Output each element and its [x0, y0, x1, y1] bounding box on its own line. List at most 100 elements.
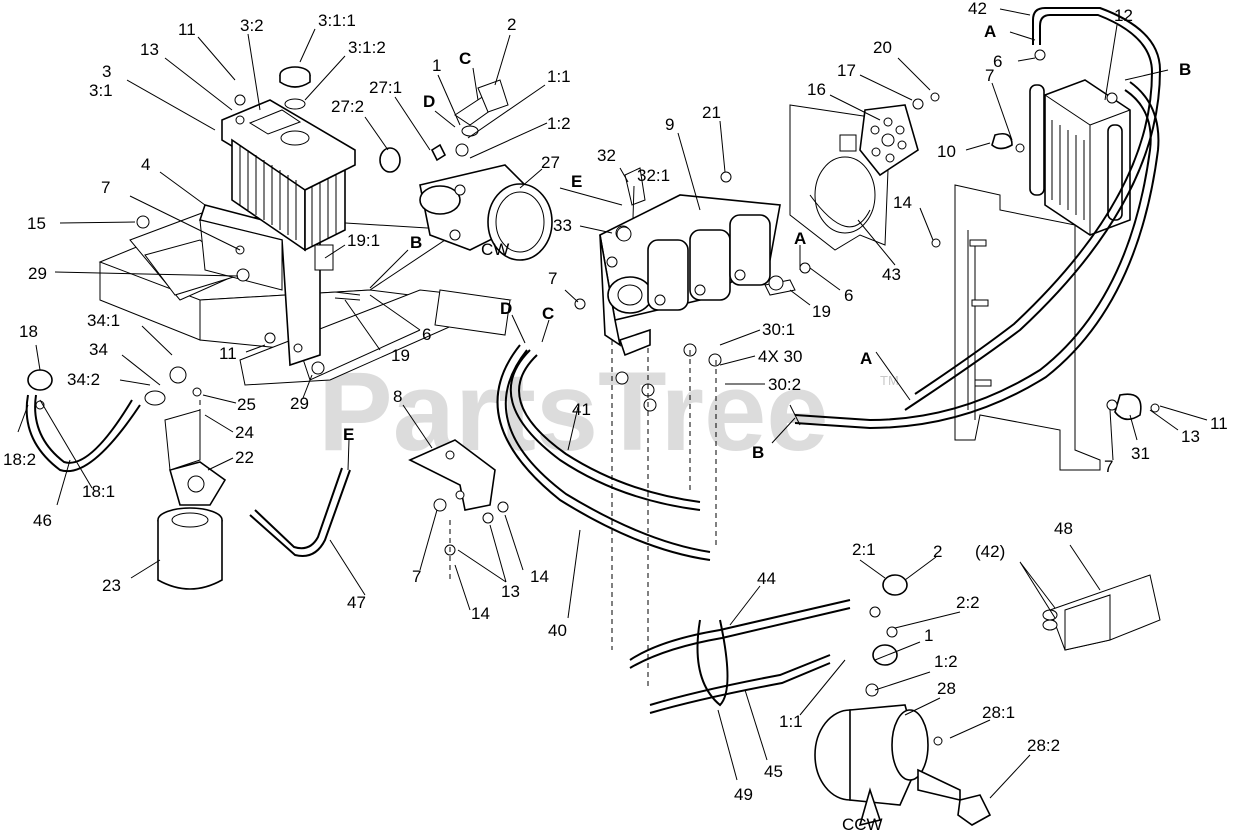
callout-B-top: B — [1179, 60, 1191, 79]
callout-7-top: 7 — [985, 66, 994, 85]
callout-45: 45 — [764, 762, 783, 781]
callout-1-1-top: 1:1 — [547, 67, 571, 86]
callout-23: 23 — [102, 576, 121, 595]
callout-48: 48 — [1054, 519, 1073, 538]
fittings — [27, 49, 1160, 746]
callout-43: 43 — [882, 265, 901, 284]
callout-19-1: 19:1 — [347, 231, 380, 250]
callout-30-1: 30:1 — [762, 320, 795, 339]
callout-10: 10 — [937, 142, 956, 161]
wheel-motor-28 — [814, 704, 992, 827]
callout-3-1-2: 3:1:2 — [348, 38, 386, 57]
callout-4x30: 4X 30 — [758, 347, 802, 366]
callout-34-2: 34:2 — [67, 370, 100, 389]
callout-19-mid: 19 — [812, 302, 831, 321]
callout-1-top: 1 — [432, 56, 441, 75]
callout-18-2: 18:2 — [3, 450, 36, 469]
callout-1-1-bottom: 1:1 — [779, 712, 803, 731]
callout-24: 24 — [235, 423, 254, 442]
callout-27-2: 27:2 — [331, 97, 364, 116]
callout-A-right: A — [860, 349, 872, 368]
callout-3-2: 3:2 — [240, 16, 264, 35]
callout-13-bottom: 13 — [501, 582, 520, 601]
oil-cooler-12 — [1029, 79, 1131, 236]
leader-lines — [17, 8, 1208, 799]
crossbar-48 — [1042, 574, 1161, 651]
chassis-frame — [98, 209, 512, 386]
callout-49: 49 — [734, 785, 753, 804]
bracket-8 — [408, 439, 496, 511]
callout-41: 41 — [572, 400, 591, 419]
callout-E-top: E — [571, 172, 582, 191]
callout-14-bottom-right: 14 — [530, 567, 549, 586]
callout-29-a: 29 — [28, 264, 47, 283]
callout-B-right: B — [752, 443, 764, 462]
coupler-16 — [859, 104, 919, 177]
callout-7-right: 7 — [1104, 457, 1113, 476]
label-ccw: CCW — [842, 815, 883, 834]
callout-34: 34 — [89, 340, 108, 359]
hose-clamp-31 — [991, 132, 1142, 421]
callout-13-right: 13 — [1181, 427, 1200, 446]
watermark: PartsTree — [318, 349, 829, 474]
wheel-motor-27 — [379, 79, 553, 261]
filter-head-22 — [164, 409, 227, 506]
callout-14-right: 14 — [893, 193, 912, 212]
callout-A-mid: A — [794, 229, 806, 248]
oil-filter-23 — [157, 507, 223, 590]
callout-15: 15 — [27, 214, 46, 233]
callout-11-topleft: 11 — [178, 20, 196, 39]
callout-18: 18 — [19, 322, 38, 341]
callout-2-1: 2:1 — [852, 540, 876, 559]
callout-2-bottom: 2 — [933, 542, 942, 561]
callout-A-top: A — [984, 22, 996, 41]
callout-6-mid: 6 — [844, 286, 853, 305]
guide-lines — [199, 340, 717, 690]
label-cw: CW — [481, 240, 509, 259]
right-frame-plate — [954, 184, 1101, 471]
oil-reservoir-3 — [221, 99, 356, 271]
callout-32-1: 32:1 — [637, 166, 670, 185]
callout-1-2-bottom: 1:2 — [934, 652, 958, 671]
callout-6-top: 6 — [993, 52, 1002, 71]
callout-46: 46 — [33, 511, 52, 530]
callout-8: 8 — [393, 387, 402, 406]
callout-25: 25 — [237, 395, 256, 414]
callout-3-1: 3:1 — [89, 81, 113, 100]
callout-C-mid: C — [542, 304, 554, 323]
callout-B-mid: B — [410, 233, 422, 252]
callout-14-bottom: 14 — [471, 604, 490, 623]
callout-31: 31 — [1131, 444, 1150, 463]
callout-33: 33 — [553, 216, 572, 235]
callout-42-top: 42 — [968, 0, 987, 18]
callout-2-top: 2 — [507, 15, 516, 34]
callout-3: 3 — [102, 62, 111, 81]
callout-9: 9 — [665, 115, 674, 134]
callout-21: 21 — [702, 103, 721, 122]
callout-7-bottom: 7 — [412, 567, 421, 586]
callout-17: 17 — [837, 61, 856, 80]
callout-labels: 42 A 12 B 6 7 10 20 17 16 21 9 14 43 11 … — [3, 0, 1228, 834]
callout-D-mid: D — [500, 299, 512, 318]
callout-20: 20 — [873, 38, 892, 57]
hydraulic-hoses — [25, 7, 1162, 714]
callout-13-topleft: 13 — [140, 40, 159, 59]
callout-19-left: 19 — [391, 346, 410, 365]
callout-40: 40 — [548, 621, 567, 640]
callout-30-2: 30:2 — [768, 375, 801, 394]
reservoir-cap-3-1-1 — [279, 66, 311, 110]
callout-28: 28 — [937, 679, 956, 698]
callout-27-1: 27:1 — [369, 78, 402, 97]
callout-D-top: D — [423, 92, 435, 111]
callout-44: 44 — [757, 569, 776, 588]
callout-34-1: 34:1 — [87, 311, 120, 330]
callout-27: 27 — [541, 153, 560, 172]
callout-4: 4 — [141, 155, 150, 174]
callout-29-b: 29 — [290, 394, 309, 413]
callout-6-left: 6 — [422, 325, 431, 344]
callout-3-1-1: 3:1:1 — [318, 11, 356, 30]
callout-42-paren: (42) — [975, 542, 1005, 561]
callout-28-2: 28:2 — [1027, 736, 1060, 755]
